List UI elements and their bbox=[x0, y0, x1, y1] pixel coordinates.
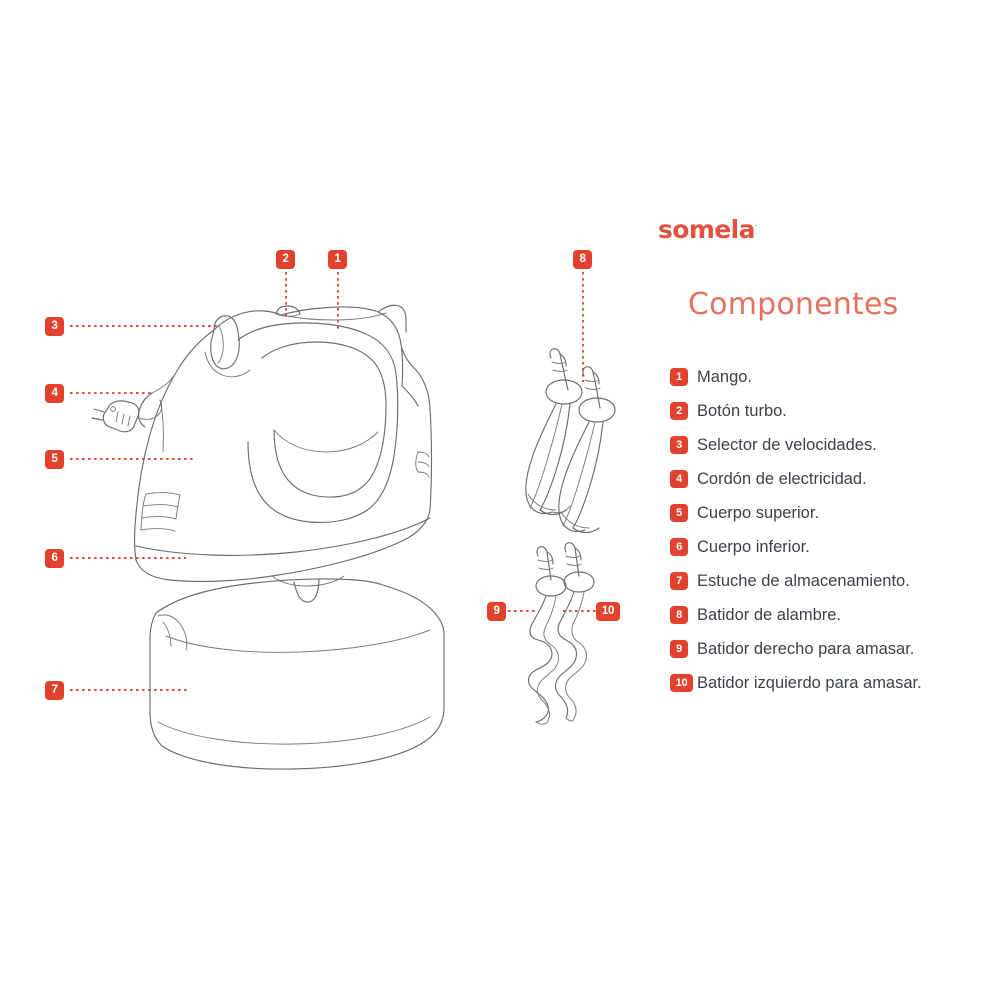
callout-badge-5[interactable]: 5 bbox=[45, 450, 64, 469]
list-badge-3: 3 bbox=[670, 436, 688, 454]
list-item: 3 Selector de velocidades. bbox=[670, 428, 988, 462]
callout-badge-4[interactable]: 4 bbox=[45, 384, 64, 403]
list-label-7: Estuche de almacenamiento. bbox=[697, 571, 910, 590]
component-list: 1 Mango. 2 Botón turbo. 3 Selector de ve… bbox=[670, 360, 988, 700]
list-label-3: Selector de velocidades. bbox=[697, 435, 877, 454]
list-item: 2 Botón turbo. bbox=[670, 394, 988, 428]
callout-badge-8[interactable]: 8 bbox=[573, 250, 592, 269]
list-label-1: Mango. bbox=[697, 367, 753, 386]
storage-case-drawing bbox=[149, 578, 445, 770]
list-label-2: Botón turbo. bbox=[697, 401, 787, 420]
callout-badge-7[interactable]: 7 bbox=[45, 681, 64, 700]
callout-badge-10[interactable]: 10 bbox=[596, 602, 620, 621]
somela-logo: somela· bbox=[658, 215, 757, 244]
list-badge-1: 1 bbox=[670, 368, 688, 386]
callout-badge-1[interactable]: 1 bbox=[328, 250, 347, 269]
list-item: 9 Batidor derecho para amasar. bbox=[670, 632, 988, 666]
callout-badge-2[interactable]: 2 bbox=[276, 250, 295, 269]
list-label-6: Cuerpo inferior. bbox=[697, 537, 810, 556]
dough-hooks-drawing bbox=[527, 542, 595, 725]
callout-badge-9[interactable]: 9 bbox=[487, 602, 506, 621]
list-item: 8 Batidor de alambre. bbox=[670, 598, 988, 632]
list-item: 10 Batidor izquierdo para amasar. bbox=[670, 666, 988, 700]
logo-text: somela bbox=[658, 215, 756, 244]
list-label-4: Cordón de electricidad. bbox=[697, 469, 867, 488]
list-label-9: Batidor derecho para amasar. bbox=[697, 639, 915, 658]
list-badge-9: 9 bbox=[670, 640, 688, 658]
list-badge-8: 8 bbox=[670, 606, 688, 624]
list-badge-10: 10 bbox=[670, 674, 693, 692]
callout-badge-3[interactable]: 3 bbox=[45, 317, 64, 336]
callout-badge-6[interactable]: 6 bbox=[45, 549, 64, 568]
list-badge-5: 5 bbox=[670, 504, 688, 522]
list-label-10: Batidor izquierdo para amasar. bbox=[697, 673, 922, 692]
list-badge-7: 7 bbox=[670, 572, 688, 590]
list-item: 7 Estuche de almacenamiento. bbox=[670, 564, 988, 598]
page-title: Componentes bbox=[688, 287, 899, 322]
list-item: 4 Cordón de electricidad. bbox=[670, 462, 988, 496]
wire-beaters-drawing bbox=[525, 348, 616, 534]
list-label-5: Cuerpo superior. bbox=[697, 503, 819, 522]
leader-lines bbox=[70, 272, 596, 691]
list-badge-4: 4 bbox=[670, 470, 688, 488]
list-badge-2: 2 bbox=[670, 402, 688, 420]
hand-mixer-drawing bbox=[91, 304, 433, 587]
components-panel: somela· Componentes 1 Mango. 2 Botón tur… bbox=[648, 215, 988, 700]
trademark-mark: · bbox=[754, 221, 758, 231]
list-item: 1 Mango. bbox=[670, 360, 988, 394]
list-badge-6: 6 bbox=[670, 538, 688, 556]
list-label-8: Batidor de alambre. bbox=[697, 605, 841, 624]
list-item: 6 Cuerpo inferior. bbox=[670, 530, 988, 564]
list-item: 5 Cuerpo superior. bbox=[670, 496, 988, 530]
